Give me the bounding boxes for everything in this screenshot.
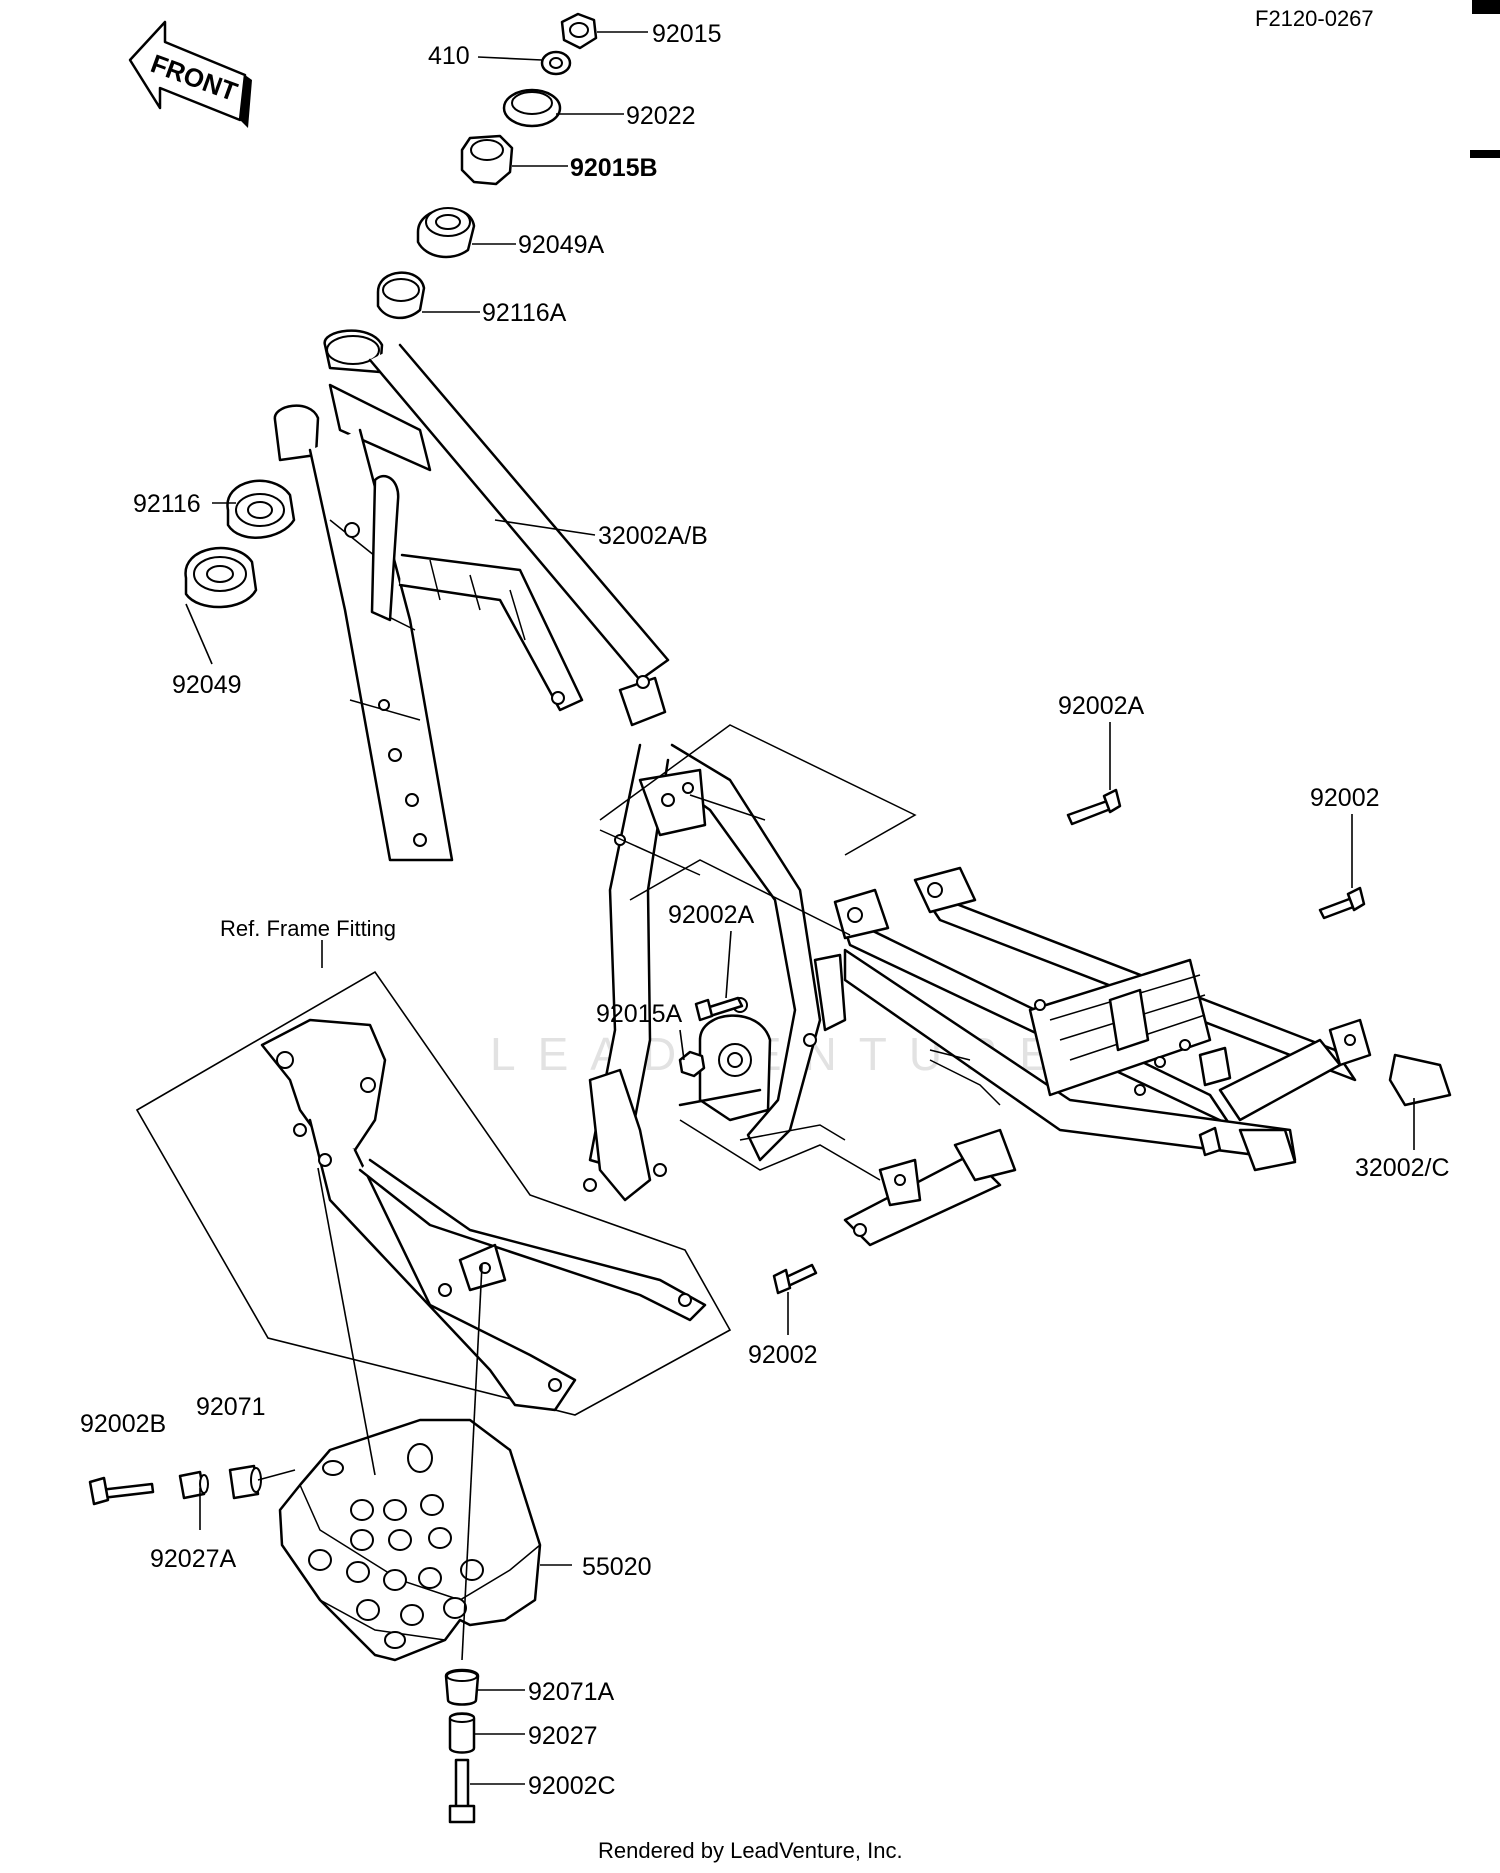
washer-410-icon <box>540 50 572 76</box>
label-410: 410 <box>428 42 470 70</box>
label-92022: 92022 <box>626 102 696 130</box>
label-92015: 92015 <box>652 20 722 48</box>
grommet-92071A-icon <box>444 1668 480 1706</box>
rear-subframe-32002C <box>833 866 1452 1247</box>
reference-outlines <box>599 724 1001 1181</box>
bolt-92002C-icon <box>448 1758 476 1824</box>
bolt-92002-right-icon <box>1318 886 1366 920</box>
leader-lines <box>185 31 1415 1785</box>
seal-92049A-icon <box>416 207 476 259</box>
grommet-92071-icon <box>228 1464 262 1500</box>
label-92002-right: 92002 <box>1310 784 1380 812</box>
front-arrow-icon: FRONT <box>128 20 252 128</box>
seal-92049-icon <box>184 546 258 609</box>
collar-92027-icon <box>448 1712 476 1754</box>
label-92002A-top: 92002A <box>1058 692 1145 720</box>
part-labels: 92015 410 92022 92015B 92049A 92116A 921… <box>80 20 1450 1800</box>
ref-frame-fitting-box <box>135 970 732 1416</box>
label-92071: 92071 <box>196 1393 266 1421</box>
ref-frame-fitting-label: Ref. Frame Fitting <box>220 916 396 941</box>
label-55020: 55020 <box>582 1553 652 1581</box>
label-32002AB: 32002A/B <box>598 522 708 550</box>
label-92049A: 92049A <box>518 231 605 259</box>
page-edge-mark-side <box>1470 150 1500 158</box>
washer-92022-icon <box>502 88 562 128</box>
label-32002C: 32002/C <box>1355 1154 1450 1182</box>
label-92002B: 92002B <box>80 1410 166 1438</box>
label-92002C: 92002C <box>528 1772 616 1800</box>
main-frame-32002AB <box>273 329 847 1202</box>
steering-stem-parts <box>184 12 598 609</box>
label-92002-bottom: 92002 <box>748 1341 818 1369</box>
label-92002A-mid: 92002A <box>668 901 755 929</box>
label-92071A: 92071A <box>528 1678 615 1706</box>
collar-92027A-icon <box>178 1470 209 1500</box>
nut-92015A-icon <box>678 1050 706 1078</box>
bearing-92116A-icon <box>376 271 426 319</box>
label-92015A: 92015A <box>596 1000 683 1028</box>
bolt-92002A-mid-icon <box>694 996 744 1022</box>
label-92015B: 92015B <box>570 154 658 182</box>
label-92027A: 92027A <box>150 1545 237 1573</box>
label-92027: 92027 <box>528 1722 598 1750</box>
diagram-code: F2120-0267 <box>1255 6 1374 31</box>
footer-credit: Rendered by LeadVenture, Inc. <box>598 1838 903 1863</box>
label-92116: 92116 <box>133 490 201 518</box>
nut-92015-icon <box>560 12 598 50</box>
nut-92015B-icon <box>460 134 514 186</box>
label-92116A: 92116A <box>482 299 567 327</box>
page-edge-mark-top <box>1472 0 1500 14</box>
bolt-92002B-icon <box>88 1476 155 1506</box>
skid-plate-55020 <box>278 1418 542 1662</box>
bearing-92116-icon <box>226 479 296 539</box>
bolt-92002A-top-icon <box>1066 788 1122 826</box>
label-92049: 92049 <box>172 671 242 699</box>
bolt-92002-bottom-icon <box>772 1263 818 1295</box>
